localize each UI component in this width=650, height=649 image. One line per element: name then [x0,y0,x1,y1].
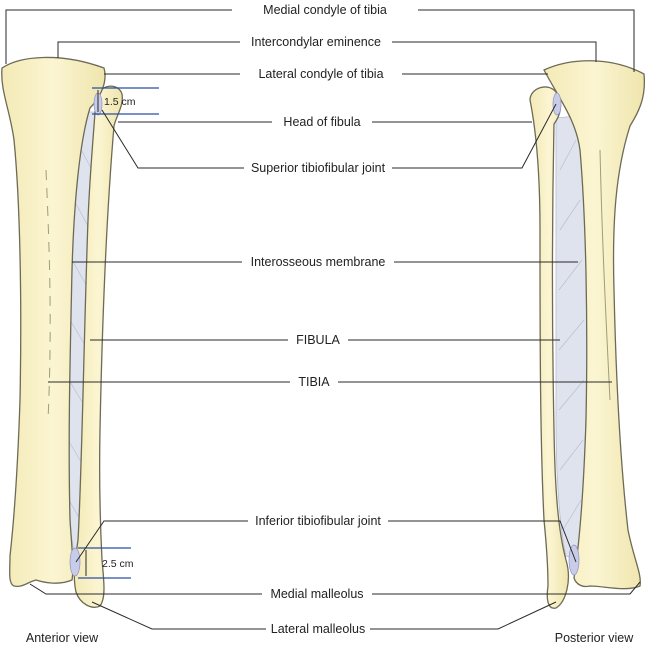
leader-lines [5,9,641,630]
leader-superior-joint-right [392,103,557,169]
label-medial-condyle: Medial condyle of tibia [263,3,387,17]
label-superior-tibiofibular-joint: Superior tibiofibular joint [251,161,386,175]
label-medial-malleolus: Medial malleolus [270,587,363,601]
label-inferior-tibiofibular-joint: Inferior tibiofibular joint [255,514,381,528]
leader-medial-condyle-left [5,9,232,64]
leader-medial-condyle-right [418,9,635,72]
label-tibia: TIBIA [298,375,330,389]
superior-measure-label: 1.5 cm [104,96,136,108]
posterior-tibia [543,60,646,590]
label-posterior-view: Posterior view [555,631,634,645]
posterior-fibula [529,86,570,609]
leader-superior-joint-left [101,109,244,169]
posterior-inferior-joint-highlight [568,544,580,576]
anterior-view: 1.5 cm 2.5 cm [1,56,159,608]
leader-eminence-right [392,41,597,62]
leader-lateral-malleolus-right [370,601,557,630]
leader-inferior-joint-right [388,520,577,563]
label-interosseous-membrane: Interosseous membrane [251,255,386,269]
label-fibula: FIBULA [296,333,340,347]
leader-inferior-joint-left [75,520,248,563]
leader-medial-malleolus-left [29,583,262,595]
inferior-measure-label: 2.5 cm [102,558,134,570]
label-head-of-fibula: Head of fibula [283,115,360,129]
leader-eminence-left [57,41,240,58]
anterior-tibia-crest [45,169,51,421]
label-anterior-view: Anterior view [26,631,99,645]
leader-medial-malleolus-right [372,581,641,595]
anterior-fibula [73,85,123,608]
label-lateral-malleolus: Lateral malleolus [271,622,366,636]
anterior-inferior-joint-highlight [69,547,81,577]
label-lateral-condyle: Lateral condyle of tibia [258,67,383,81]
anterior-tibia [1,56,106,588]
label-intercondylar-eminence: Intercondylar eminence [251,35,381,49]
labels: Medial condyle of tibia Intercondylar em… [26,3,634,645]
posterior-membrane-fibres [558,139,585,531]
posterior-view [529,60,646,609]
leader-lateral-malleolus-left [91,601,266,630]
posterior-superior-joint-highlight [552,92,562,116]
posterior-tibia-ridge [599,149,611,401]
